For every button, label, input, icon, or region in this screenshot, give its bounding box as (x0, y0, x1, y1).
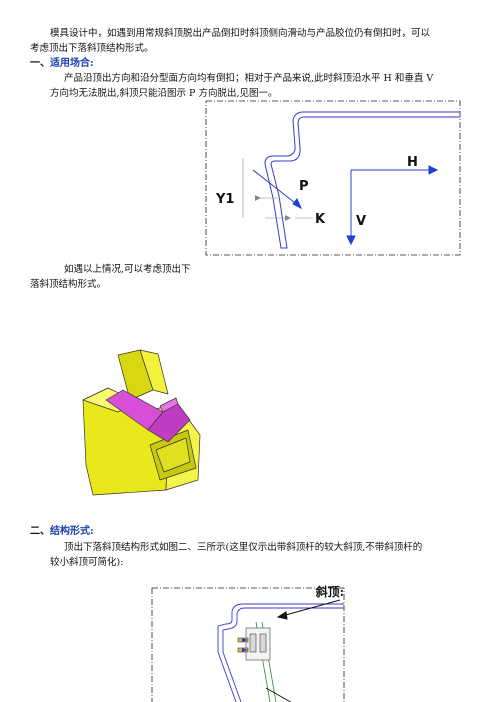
figure-2-part-profile (217, 603, 344, 702)
figure-1-label-p: P (299, 179, 309, 194)
figure-1-label-y1: Y1 (215, 192, 234, 207)
section2-para-line-1: 顶出下落斜顶结构形式如图二、三所示(这里仅示出带斜顶杆的较大斜顶,不带斜顶杆的 (64, 542, 423, 553)
section1-heading-num: 一、 (30, 58, 50, 69)
section2-heading: 二、结构形式: (30, 524, 94, 539)
figure-1-label-k: K (315, 212, 326, 227)
figure-1-dim-arrows (255, 195, 291, 221)
figure-3d-body (82, 349, 201, 496)
figure-3d-render (82, 349, 201, 496)
figure-2-diagram: 斜顶: (151, 584, 345, 702)
figure-2-frame (151, 587, 345, 702)
intro-line-1: 模具设计中，如遇到用常规斜顶脱出产品倒扣时斜顶侧向滑动与产品胶位仍有倒扣时，可以 (50, 28, 431, 39)
figure-1-arrow-h (351, 165, 439, 175)
section1-para-line-1: 产品沿顶出方向和沿分型面方向均有倒扣；相对于产品来说,此时斜顶沿水平 H 和垂直… (64, 73, 434, 84)
figure-1-diagram: H V P Y1 K (205, 100, 461, 256)
figure-2-leaders (265, 599, 341, 702)
figure-1-arrow-p (252, 169, 303, 210)
figure-1-guides (242, 158, 313, 219)
figure-2-small-arrows (242, 638, 248, 652)
figure-1-frame (205, 100, 461, 256)
figure-1-label-v: V (356, 214, 366, 229)
section2-heading-num: 二、 (30, 526, 50, 537)
section1-note-line-1: 如遇以上情况,可以考虑顶出下 (64, 264, 191, 275)
intro-line-2: 考虑顶出下落斜顶结构形式。 (30, 43, 154, 54)
section1-note-line-2: 落斜顶结构形式。 (30, 279, 107, 290)
figure-1-part-profile (264, 111, 460, 249)
figure-1-arrow-v (346, 170, 356, 246)
section1-para-line-2: 方向均无法脱出,斜顶只能沿图示 P 方向脱出,见图一。 (50, 88, 278, 99)
section1-heading: 一、适用场合: (30, 56, 94, 71)
figure-1-label-h: H (407, 155, 418, 170)
figure-2-label-lifter: 斜顶: (315, 584, 344, 599)
figure-2-mechanism (237, 627, 271, 661)
figure-3d-block (105, 389, 191, 443)
section2-heading-text: 结构形式: (50, 526, 94, 537)
section2-para-line-2: 较小斜顶可简化): (50, 557, 124, 568)
section1-heading-text: 适用场合: (50, 58, 94, 69)
